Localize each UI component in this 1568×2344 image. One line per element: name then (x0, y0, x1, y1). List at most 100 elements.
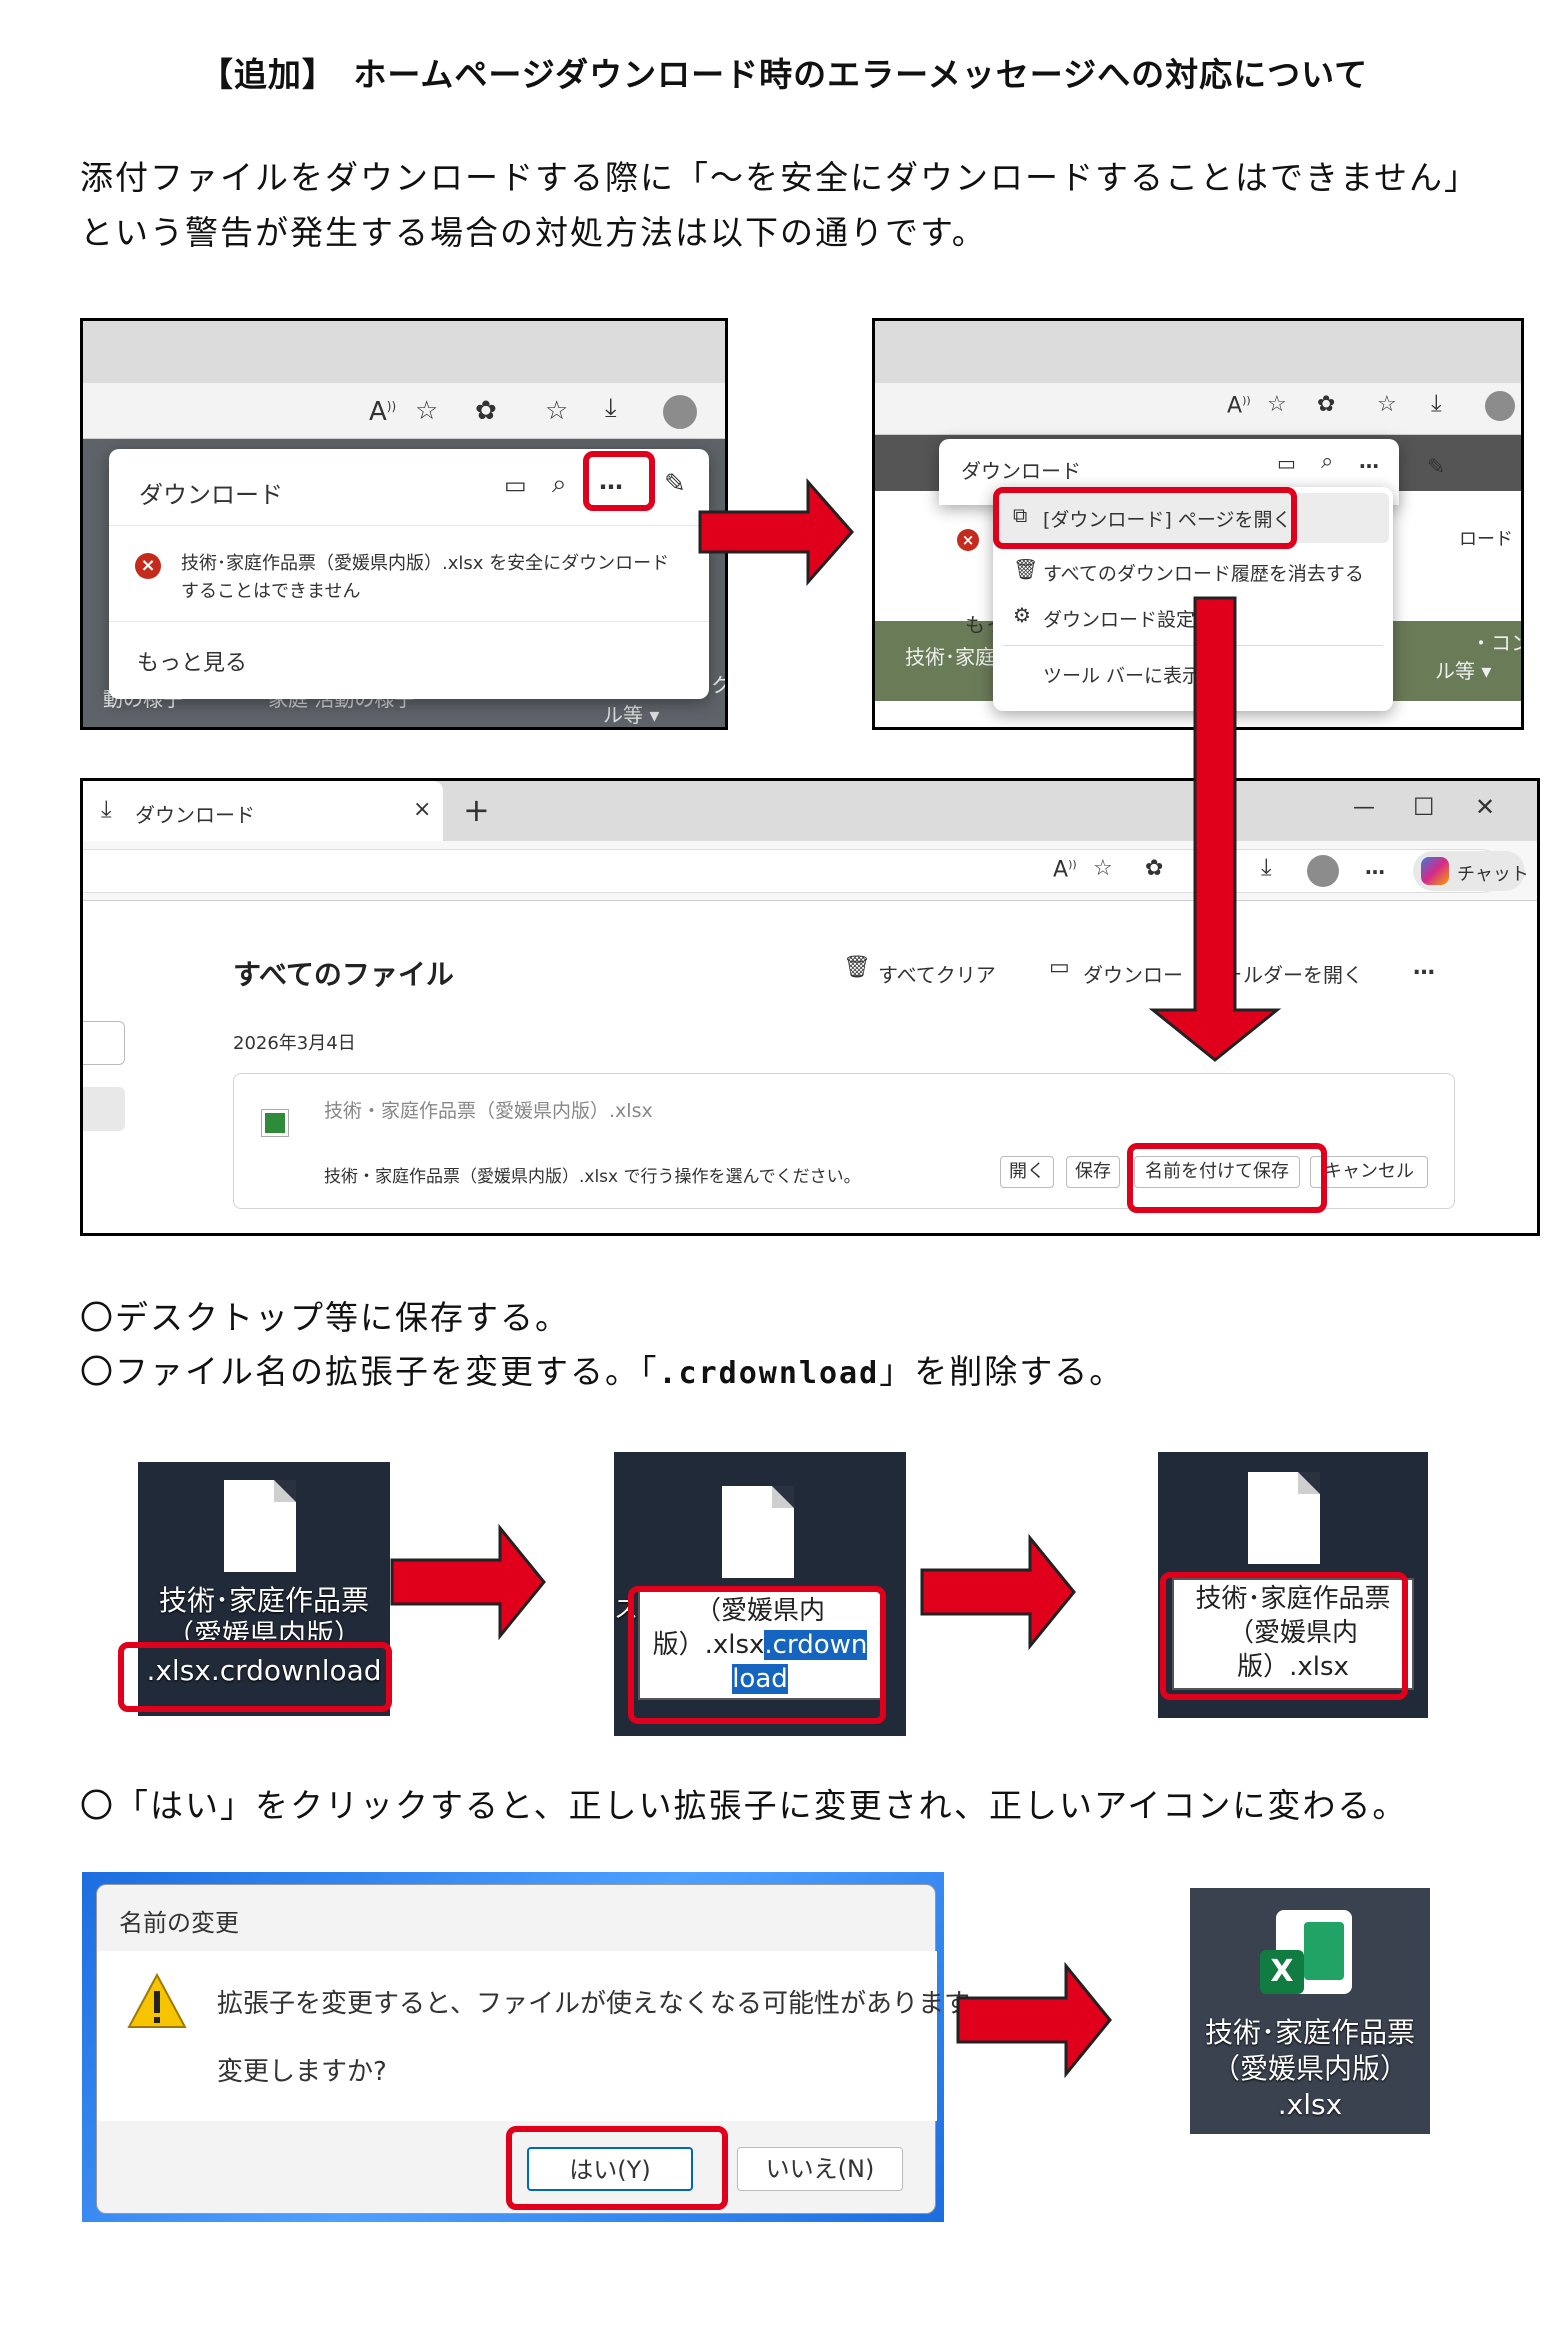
pin-icon[interactable]: ✎ (1427, 455, 1446, 480)
favorites-list-icon[interactable]: ☆ (545, 396, 569, 426)
read-aloud-icon[interactable]: A)) (369, 397, 397, 427)
icon2-line-1: （愛媛県内 (694, 1596, 825, 1626)
sidebar-search-input[interactable] (83, 1021, 125, 1065)
divider (109, 525, 709, 526)
menu-download-settings[interactable]: ダウンロード設定 (1043, 609, 1196, 631)
download-icon[interactable]: ⤓ (605, 393, 617, 423)
gear-icon: ⚙ (1013, 603, 1031, 627)
downloads-panel: ダウンロード ▭ ⌕ … ✎ × 技術･家庭作品票（愛媛県内版）.xlsx を安… (109, 449, 709, 699)
see-more-link[interactable]: もっと見る (137, 651, 248, 676)
rename-input[interactable]: （愛媛県内 版）.xlsx.crdown load (638, 1590, 882, 1700)
folder-icon[interactable]: ▭ (504, 471, 527, 499)
chat-button[interactable]: チャット (1413, 851, 1529, 891)
bg-text-con: ・コン (1471, 631, 1521, 655)
icon2-line-3-selected: load (732, 1664, 788, 1694)
icon1-line-1: 技術･家庭作品票 (158, 1584, 369, 1617)
pin-icon[interactable]: ✎ (664, 469, 686, 499)
trash-icon: 🗑 (1013, 557, 1039, 581)
download-icon[interactable]: ⤓ (1261, 853, 1272, 881)
extension-icon[interactable]: ✿ (1317, 392, 1336, 417)
avatar[interactable] (1307, 855, 1339, 887)
maximize-button[interactable]: ☐ (1413, 793, 1435, 821)
icon1-line-3[interactable]: .xlsx.crdownload (146, 1654, 382, 1687)
favorites-list-icon[interactable]: ☆ (1377, 392, 1397, 417)
rename-input[interactable]: 技術･家庭作品票 （愛媛県内 版）.xlsx (1172, 1578, 1414, 1690)
save-button[interactable]: 保存 (1066, 1156, 1120, 1188)
search-icon[interactable]: ⌕ (552, 469, 567, 499)
new-tab-button[interactable]: + (463, 791, 490, 829)
excel-sheet-green (1304, 1922, 1344, 1980)
more-options-button[interactable]: … (1413, 955, 1435, 980)
divider (1003, 645, 1383, 646)
step-2-text: 〇ファイル名の拡張子を変更する。「.crdownload」を削除する。 (80, 1344, 1124, 1402)
download-icon[interactable]: ⤓ (1431, 389, 1442, 417)
icon2-side-text: ス (614, 1595, 638, 1623)
bg-text-dl: ロード (1459, 529, 1513, 550)
menu-show-in-toolbar[interactable]: ツール バーに表示 (1043, 665, 1202, 687)
screenshot-downloads-page: ⤓ ダウンロード × + — ☐ ✕ A)) ☆ ✿ ⤓ … チャット すべての… (80, 778, 1540, 1236)
excel-badge: X (1260, 1950, 1304, 1994)
trash-icon: 🗑 (843, 955, 871, 980)
download-file-name[interactable]: 技術・家庭作品票（愛媛県内版）.xlsx (324, 1100, 653, 1122)
favorite-icon[interactable]: ☆ (1093, 856, 1113, 881)
read-aloud-icon[interactable]: A)) (1053, 857, 1077, 883)
more-icon[interactable]: … (599, 467, 623, 495)
active-tab[interactable] (83, 781, 443, 841)
highlight-extension (118, 1642, 392, 1712)
icon4-line-3: .xlsx (1277, 2088, 1343, 2121)
arrow-right-icon (956, 1961, 1112, 2079)
folder-icon[interactable]: ▭ (1277, 451, 1296, 475)
tab-strip (83, 321, 725, 383)
open-button[interactable]: 開く (1000, 1156, 1054, 1188)
file-icon-renamed: 技術･家庭作品票 （愛媛県内 版）.xlsx (1158, 1452, 1428, 1718)
search-icon[interactable]: ⌕ (1321, 449, 1334, 474)
sidebar-item[interactable] (83, 1087, 125, 1131)
address-bar[interactable] (83, 849, 1503, 893)
clear-all-button[interactable]: すべてクリア (878, 963, 996, 987)
yes-button[interactable]: はい(Y) (527, 2147, 693, 2191)
step-2-pre: 〇ファイル名の拡張子を変更する。「 (80, 1352, 659, 1391)
bg-text-ru: ル等 ▾ (1435, 659, 1492, 683)
arrow-right-icon (698, 478, 854, 586)
no-button[interactable]: いいえ(N) (737, 2147, 903, 2191)
step-2-code: .crdownload (658, 1356, 880, 1391)
cancel-button[interactable]: キャンセル (1310, 1156, 1428, 1188)
highlight-rename-result (1160, 1572, 1408, 1700)
tab-label: ダウンロード (135, 803, 255, 827)
tab-close-button[interactable]: × (413, 797, 432, 822)
highlight-open-downloads-page (993, 487, 1297, 549)
more-icon[interactable]: … (1359, 449, 1379, 473)
icon2-line-2: 版）.xlsx.crdown (640, 1628, 880, 1662)
error-line-2[interactable]: することはできません (181, 581, 361, 602)
extension-icon[interactable]: ✿ (1145, 856, 1164, 881)
extension-icon[interactable]: ✿ (475, 396, 497, 426)
step-3-text: 〇「はい」をクリックすると、正しい拡張子に変更され、正しいアイコンに変わる。 (80, 1786, 1408, 1825)
save-as-button[interactable]: 名前を付けて保存 (1134, 1156, 1300, 1188)
highlight-more-button (583, 451, 655, 511)
open-external-icon: ⧉ (1013, 503, 1028, 527)
avatar[interactable] (1485, 391, 1515, 421)
more-icon[interactable]: … (1365, 855, 1385, 879)
icon1-line-2: （愛媛県内版） (165, 1618, 362, 1640)
intro-line-2: という警告が発生する場合の対処方法は以下の通りです。 (80, 213, 987, 252)
menu-open-downloads-page[interactable]: [ダウンロード] ページを開く (1043, 509, 1292, 531)
panel-title: ダウンロード (139, 481, 283, 509)
blank-file-icon (224, 1480, 296, 1572)
step-1-text: 〇デスクトップ等に保存する。 (80, 1298, 570, 1337)
error-icon: × (135, 553, 161, 579)
icon2-line-2-selected: .crdown (764, 1630, 868, 1660)
favorite-icon[interactable]: ☆ (415, 396, 439, 426)
menu-clear-history[interactable]: すべてのダウンロード履歴を消去する (1043, 563, 1364, 585)
download-icon: ⤓ (101, 795, 112, 823)
favorite-icon[interactable]: ☆ (1267, 392, 1287, 417)
dialog-body (97, 1951, 937, 2121)
blank-file-icon (722, 1486, 794, 1578)
folder-icon: ▭ (1049, 955, 1070, 980)
page-title: 【追加】 ホームページダウンロード時のエラーメッセージへの対応について (199, 55, 1369, 94)
error-line-1[interactable]: 技術･家庭作品票（愛媛県内版）.xlsx を安全にダウンロード (181, 553, 670, 574)
minimize-button[interactable]: — (1353, 795, 1375, 820)
avatar[interactable] (663, 395, 697, 429)
window-close-button[interactable]: ✕ (1475, 793, 1496, 821)
read-aloud-icon[interactable]: A)) (1227, 393, 1251, 419)
highlight-rename-input (628, 1586, 886, 1724)
